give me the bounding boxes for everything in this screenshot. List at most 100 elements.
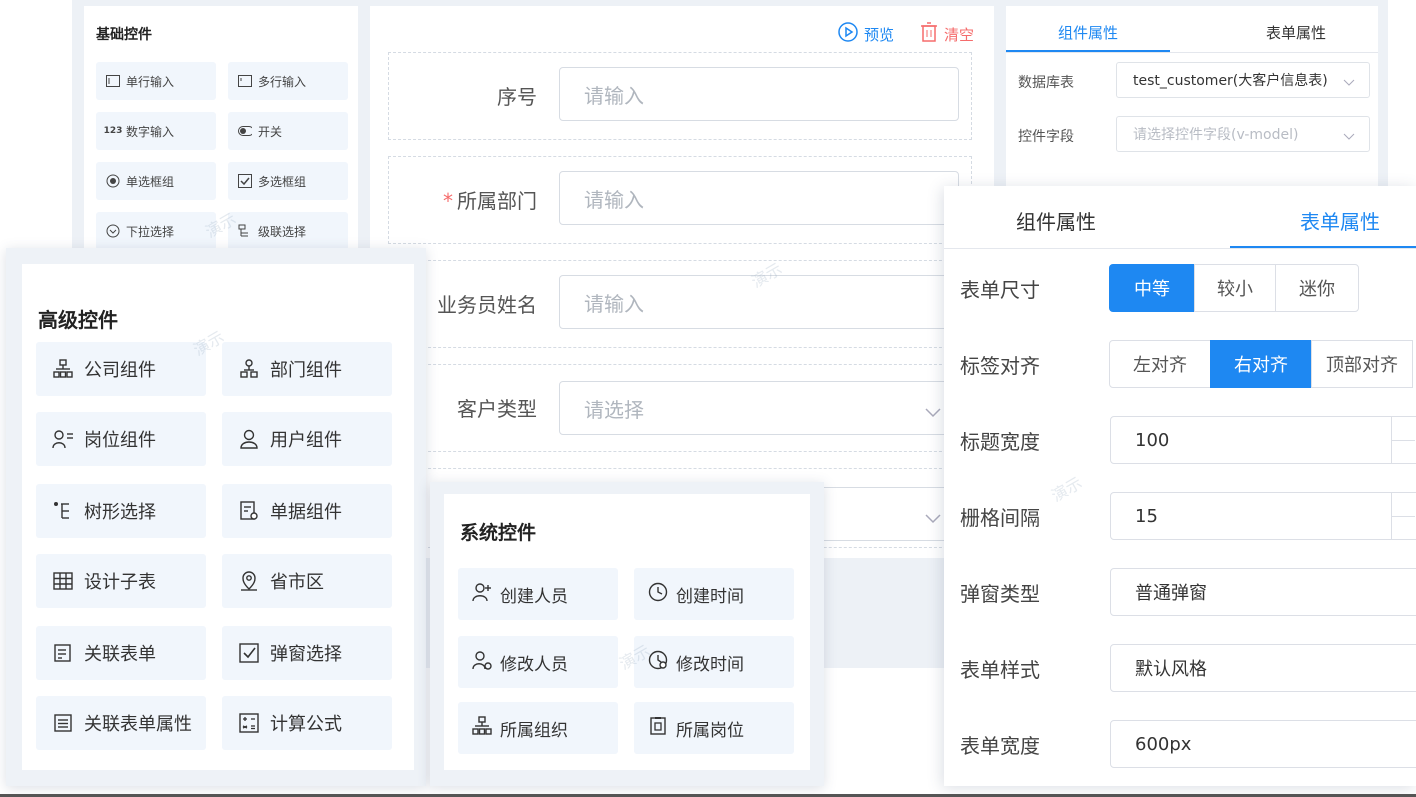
basic-item-radio-group[interactable]: 单选框组 xyxy=(96,162,216,200)
form-row-salesperson[interactable]: 业务员姓名 请输入 xyxy=(388,260,972,348)
serial-input[interactable]: 请输入 xyxy=(559,67,959,121)
active-tab-indicator xyxy=(1006,50,1170,52)
advanced-item-post[interactable]: 岗位组件 xyxy=(36,412,206,466)
system-item-modify-time[interactable]: 修改时间 xyxy=(634,636,794,688)
location-icon xyxy=(238,570,260,592)
chevron-down-icon xyxy=(1343,129,1355,145)
check-square-icon xyxy=(238,642,260,664)
dialog-type-label: 弹窗类型 xyxy=(960,582,1040,606)
customer-type-select[interactable]: 请选择 xyxy=(559,381,959,435)
dept-tree-icon xyxy=(238,358,260,380)
form-row-department[interactable]: *所属部门 请输入 xyxy=(388,156,972,244)
grid-gutter-label: 栅格间隔 xyxy=(960,506,1040,530)
system-item-create-time[interactable]: 创建时间 xyxy=(634,568,794,620)
system-item-post[interactable]: 所属岗位 xyxy=(634,702,794,754)
basic-item-multi-input[interactable]: 多行输入 xyxy=(228,62,348,100)
advanced-item-tree-select[interactable]: 树形选择 xyxy=(36,484,206,538)
field-label: 客户类型 xyxy=(457,397,537,421)
system-item-organization[interactable]: 所属组织 xyxy=(458,702,618,754)
number-stepper[interactable] xyxy=(1391,417,1415,463)
play-circle-icon xyxy=(838,22,858,46)
system-controls-panel: 系统控件 创建人员 创建时间 修改人员 修改时间 所属组织 所属岗位 演示 xyxy=(444,494,810,770)
input-icon xyxy=(106,74,120,88)
title-width-input[interactable]: 100 xyxy=(1110,416,1416,464)
tab-divider xyxy=(1006,52,1378,53)
basic-item-checkbox-group[interactable]: 多选框组 xyxy=(228,162,348,200)
db-table-label: 数据库表 xyxy=(1018,75,1074,91)
tab-divider xyxy=(944,248,1416,249)
align-option-top[interactable]: 顶部对齐 xyxy=(1311,340,1413,388)
post-icon xyxy=(52,428,74,450)
org-tree-icon xyxy=(52,358,74,380)
chevron-down-icon xyxy=(924,400,942,424)
tab-form-props[interactable]: 表单属性 xyxy=(1300,210,1380,234)
form-row-customer-type[interactable]: 客户类型 请选择 xyxy=(388,364,972,452)
label-align-segment: 左对齐 右对齐 顶部对齐 xyxy=(1109,340,1413,388)
form-size-label: 表单尺寸 xyxy=(960,278,1040,302)
form-width-select[interactable]: 600px xyxy=(1110,720,1416,768)
cascader-icon xyxy=(238,224,252,238)
department-input[interactable]: 请输入 xyxy=(559,171,959,225)
salesperson-input[interactable]: 请输入 xyxy=(559,275,959,329)
trash-icon xyxy=(920,22,938,46)
switch-icon xyxy=(238,124,252,138)
textarea-icon xyxy=(238,74,252,88)
table-icon xyxy=(52,570,74,592)
form-style-select[interactable]: 默认风格 xyxy=(1110,644,1416,692)
form-style-label: 表单样式 xyxy=(960,658,1040,682)
form-size-segment: 中等 较小 迷你 xyxy=(1109,264,1359,312)
advanced-controls-title: 高级控件 xyxy=(38,308,118,332)
list-doc-icon xyxy=(52,712,74,734)
form-canvas: 预览 清空 序号 请输入 *所属部门 请输入 业务员姓名 请输入 客户类型 请选… xyxy=(370,6,994,558)
org-tree-icon xyxy=(472,715,492,741)
tree-select-icon xyxy=(52,500,74,522)
tab-form-props-back[interactable]: 表单属性 xyxy=(1266,24,1327,42)
watermark-text: 演示 xyxy=(1048,473,1086,506)
clock-icon xyxy=(648,582,668,607)
advanced-controls-card: 高级控件 公司组件 部门组件 岗位组件 用户组件 树形选择 单据组件 设计子表 xyxy=(6,248,426,786)
user-icon xyxy=(238,428,260,450)
number-icon: 123 xyxy=(103,126,123,136)
preview-button[interactable]: 预览 xyxy=(838,22,894,46)
system-item-modifier[interactable]: 修改人员 xyxy=(458,636,618,688)
active-tab-indicator xyxy=(1230,246,1416,248)
basic-item-number-input[interactable]: 123 数字输入 xyxy=(96,112,216,150)
advanced-item-department[interactable]: 部门组件 xyxy=(222,342,392,396)
required-asterisk: * xyxy=(443,189,453,213)
clear-button[interactable]: 清空 xyxy=(920,22,974,46)
advanced-item-related-form-attr[interactable]: 关联表单属性 xyxy=(36,696,206,750)
advanced-item-region[interactable]: 省市区 xyxy=(222,554,392,608)
advanced-item-formula[interactable]: 计算公式 xyxy=(222,696,392,750)
basic-controls-title: 基础控件 xyxy=(96,27,152,43)
advanced-item-user[interactable]: 用户组件 xyxy=(222,412,392,466)
align-option-left[interactable]: 左对齐 xyxy=(1109,340,1211,388)
advanced-item-related-form[interactable]: 关联表单 xyxy=(36,626,206,680)
basic-item-switch[interactable]: 开关 xyxy=(228,112,348,150)
advanced-item-document[interactable]: 单据组件 xyxy=(222,484,392,538)
size-option-small[interactable]: 较小 xyxy=(1194,264,1276,312)
basic-item-cascader[interactable]: 级联选择 xyxy=(228,212,348,250)
form-row-serial[interactable]: 序号 请输入 xyxy=(388,52,972,140)
system-controls-title: 系统控件 xyxy=(460,522,537,544)
advanced-item-company[interactable]: 公司组件 xyxy=(36,342,206,396)
basic-controls-panel: 基础控件 单行输入 多行输入 123 数字输入 开关 单选框组 多选框组 下拉选… xyxy=(84,6,358,256)
number-stepper[interactable] xyxy=(1391,493,1415,539)
tab-component-props-back[interactable]: 组件属性 xyxy=(1058,24,1119,42)
advanced-item-dialog-select[interactable]: 弹窗选择 xyxy=(222,626,392,680)
field-label: 控件字段 xyxy=(1018,129,1074,145)
system-item-creator[interactable]: 创建人员 xyxy=(458,568,618,620)
advanced-item-subtable[interactable]: 设计子表 xyxy=(36,554,206,608)
basic-item-dropdown[interactable]: 下拉选择 xyxy=(96,212,216,250)
field-select[interactable]: 请选择控件字段(v-model) xyxy=(1116,116,1370,152)
advanced-controls-panel: 高级控件 公司组件 部门组件 岗位组件 用户组件 树形选择 单据组件 设计子表 xyxy=(22,264,414,770)
db-table-select[interactable]: test_customer(大客户信息表) xyxy=(1116,62,1370,98)
dialog-type-select[interactable]: 普通弹窗 xyxy=(1110,568,1416,616)
align-option-right[interactable]: 右对齐 xyxy=(1210,340,1312,388)
tab-component-props[interactable]: 组件属性 xyxy=(1016,210,1096,234)
bottom-border xyxy=(0,794,1416,797)
basic-item-single-input[interactable]: 单行输入 xyxy=(96,62,216,100)
size-option-medium[interactable]: 中等 xyxy=(1109,264,1195,312)
size-option-mini[interactable]: 迷你 xyxy=(1275,264,1359,312)
select-icon xyxy=(106,224,120,238)
grid-gutter-input[interactable]: 15 xyxy=(1110,492,1416,540)
